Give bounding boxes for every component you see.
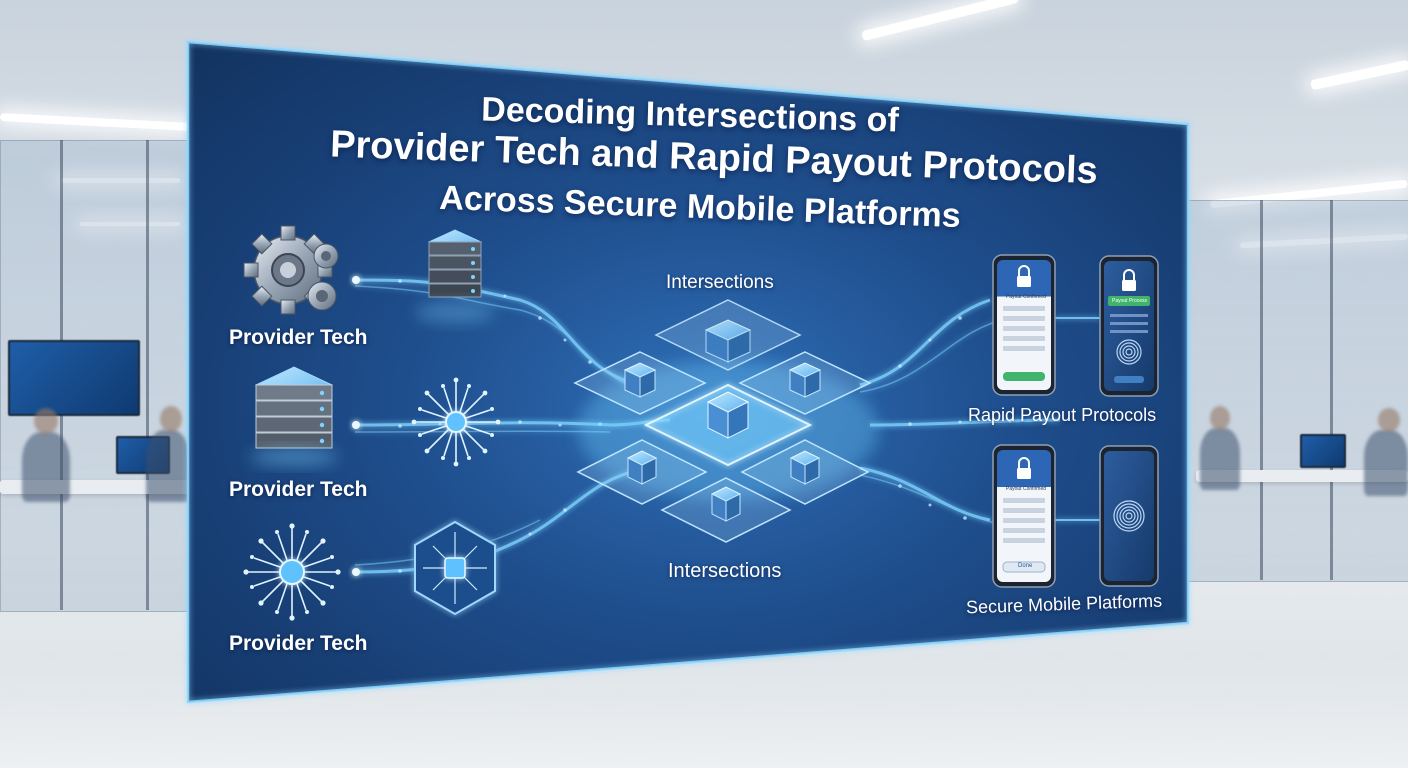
person-head [34, 408, 58, 434]
person [1200, 428, 1240, 490]
left-label-3: Provider Tech [229, 632, 368, 655]
server-stack-icon [250, 366, 338, 465]
platform-center [643, 383, 813, 467]
mullion [1260, 200, 1263, 580]
mullion [1330, 200, 1333, 580]
platform-lower-left [576, 439, 708, 505]
phone-fingerprint-2 [1099, 445, 1159, 587]
hexagon-chip-icon [414, 520, 496, 616]
lock-icon [1017, 265, 1031, 287]
platform-right [738, 351, 872, 415]
platform-left [573, 351, 707, 415]
phone-payout-confirmed-1 [992, 254, 1056, 396]
wall-monitor [8, 340, 140, 416]
lock-icon [1122, 269, 1136, 291]
phone-title-text: Payout Process [1112, 298, 1148, 304]
lock-icon [1017, 457, 1031, 479]
platform-lower-right [740, 439, 870, 505]
person-head [160, 406, 182, 432]
person [146, 430, 190, 502]
fingerprint-icon [1116, 339, 1142, 365]
person [22, 432, 70, 502]
desk [1196, 470, 1408, 482]
fingerprint-icon [1113, 500, 1145, 532]
circuit-chip-icon [243, 523, 341, 621]
gears-icon [243, 225, 339, 315]
mullion [146, 140, 149, 610]
person [1364, 430, 1408, 496]
left-label-1: Provider Tech [229, 326, 368, 349]
circuit-chip-icon [411, 377, 501, 467]
person-head [1378, 408, 1400, 432]
phone-title-text: Payout Confirmed [1006, 294, 1047, 300]
center-label-bottom: Intersections [668, 560, 782, 582]
phone-button-text[interactable]: Done [1018, 563, 1033, 569]
phone-title-text: Payout Confirmed [1006, 486, 1047, 492]
phone-fingerprint-1 [1099, 255, 1159, 397]
glass-wall-right [1186, 200, 1408, 582]
ceiling-light [60, 178, 180, 183]
node-dots [352, 276, 360, 576]
center-label-top: Intersections [666, 272, 774, 293]
server-stack-icon [415, 229, 495, 322]
right-label-1: Rapid Payout Protocols [968, 405, 1157, 425]
platform-bottom [660, 477, 792, 543]
person-head [1210, 406, 1230, 430]
phone-payout-confirmed-2 [992, 444, 1056, 588]
panel-border [186, 40, 1190, 704]
desk-monitor [1300, 434, 1346, 468]
center-cluster [573, 299, 878, 543]
ceiling-light [80, 222, 180, 226]
platform-top [654, 299, 802, 371]
left-label-2: Provider Tech [229, 478, 368, 501]
